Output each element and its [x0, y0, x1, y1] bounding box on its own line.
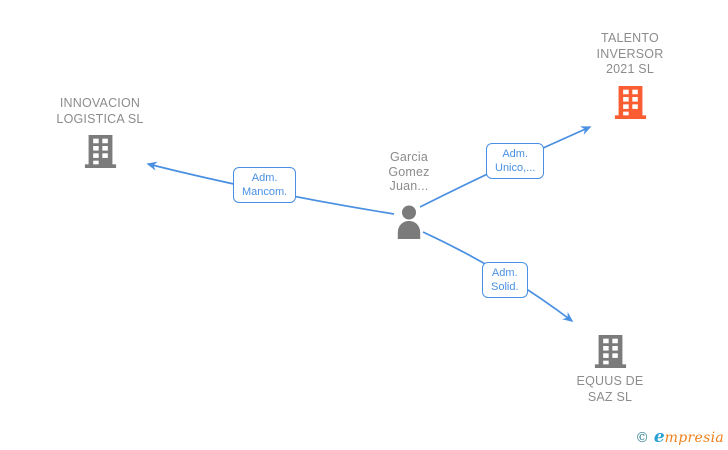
- node-label: EQUUS DE SAZ SL: [576, 374, 644, 404]
- edge-label-mancom[interactable]: Adm. Mancom.: [233, 167, 297, 203]
- building-icon: [594, 335, 626, 368]
- node-label: Garcia Gomez Juan...: [388, 150, 430, 193]
- brand-letter-e: e: [653, 427, 665, 447]
- brand-wordmark: mpresia: [664, 430, 724, 446]
- copyright-icon: ©: [635, 430, 649, 446]
- node-equus-de-saz[interactable]: EQUUS DE SAZ SL: [560, 333, 660, 405]
- node-person-garcia-gomez[interactable]: Garcia Gomez Juan...: [359, 150, 459, 239]
- building-icon: [614, 85, 646, 119]
- node-innovacion-logistica[interactable]: INNOVACION LOGISTICA SL: [20, 96, 180, 170]
- person-icon: [397, 205, 421, 239]
- empresia-logo[interactable]: ©empresia: [635, 427, 724, 447]
- building-icon: [84, 135, 116, 168]
- node-label: INNOVACION LOGISTICA SL: [56, 96, 144, 126]
- node-talento-inversor[interactable]: TALENTO INVERSOR 2021 SL: [578, 31, 682, 121]
- edge-label-unico[interactable]: Adm. Unico,...: [486, 143, 545, 179]
- node-label: TALENTO INVERSOR 2021 SL: [596, 31, 664, 76]
- edge-label-solid[interactable]: Adm. Solid.: [482, 262, 528, 298]
